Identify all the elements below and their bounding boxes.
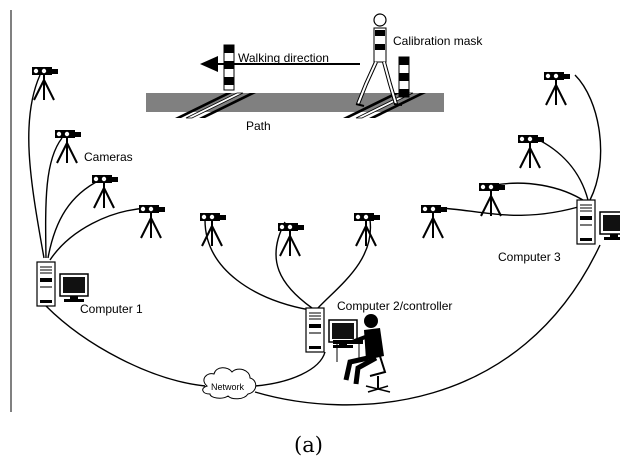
- camera-tripod-icon: [54, 129, 82, 164]
- walking-direction-arrow-icon: [200, 56, 360, 72]
- computer-2-label: Computer 2/controller: [337, 299, 452, 313]
- computer-3-icon: [576, 199, 620, 245]
- computer-3-label: Computer 3: [498, 250, 561, 264]
- path-label: Path: [246, 119, 271, 133]
- camera-tripod-icon: [517, 134, 545, 169]
- network-label: Network: [211, 382, 245, 392]
- camera-tripod-icon: [91, 174, 119, 209]
- network-cloud-icon: [202, 367, 257, 400]
- camera-tripod-icon: [199, 212, 227, 247]
- calibration-mask-icon: [223, 44, 410, 98]
- computer-1-icon: [36, 261, 89, 307]
- camera-tripod-icon: [353, 212, 381, 247]
- calibration-mask-label: Calibration mask: [393, 34, 483, 48]
- computer-2-icon: [305, 307, 358, 353]
- camera-tripod-icon: [543, 71, 571, 106]
- walkway: [146, 92, 444, 119]
- computer-1-label: Computer 1: [80, 302, 143, 316]
- camera-tripod-icon: [277, 222, 305, 257]
- camera-tripod-icon: [31, 66, 59, 101]
- cables: [28, 74, 602, 406]
- figure-caption: (a): [294, 433, 323, 457]
- camera-tripod-icon: [478, 182, 506, 217]
- camera-tripod-icon: [420, 204, 448, 239]
- cameras-label: Cameras: [84, 150, 133, 164]
- camera-tripod-icon: [138, 204, 166, 239]
- walking-person-icon: [355, 13, 403, 107]
- seated-operator-icon: [333, 314, 391, 393]
- walking-direction-label: Walking direction: [238, 51, 329, 65]
